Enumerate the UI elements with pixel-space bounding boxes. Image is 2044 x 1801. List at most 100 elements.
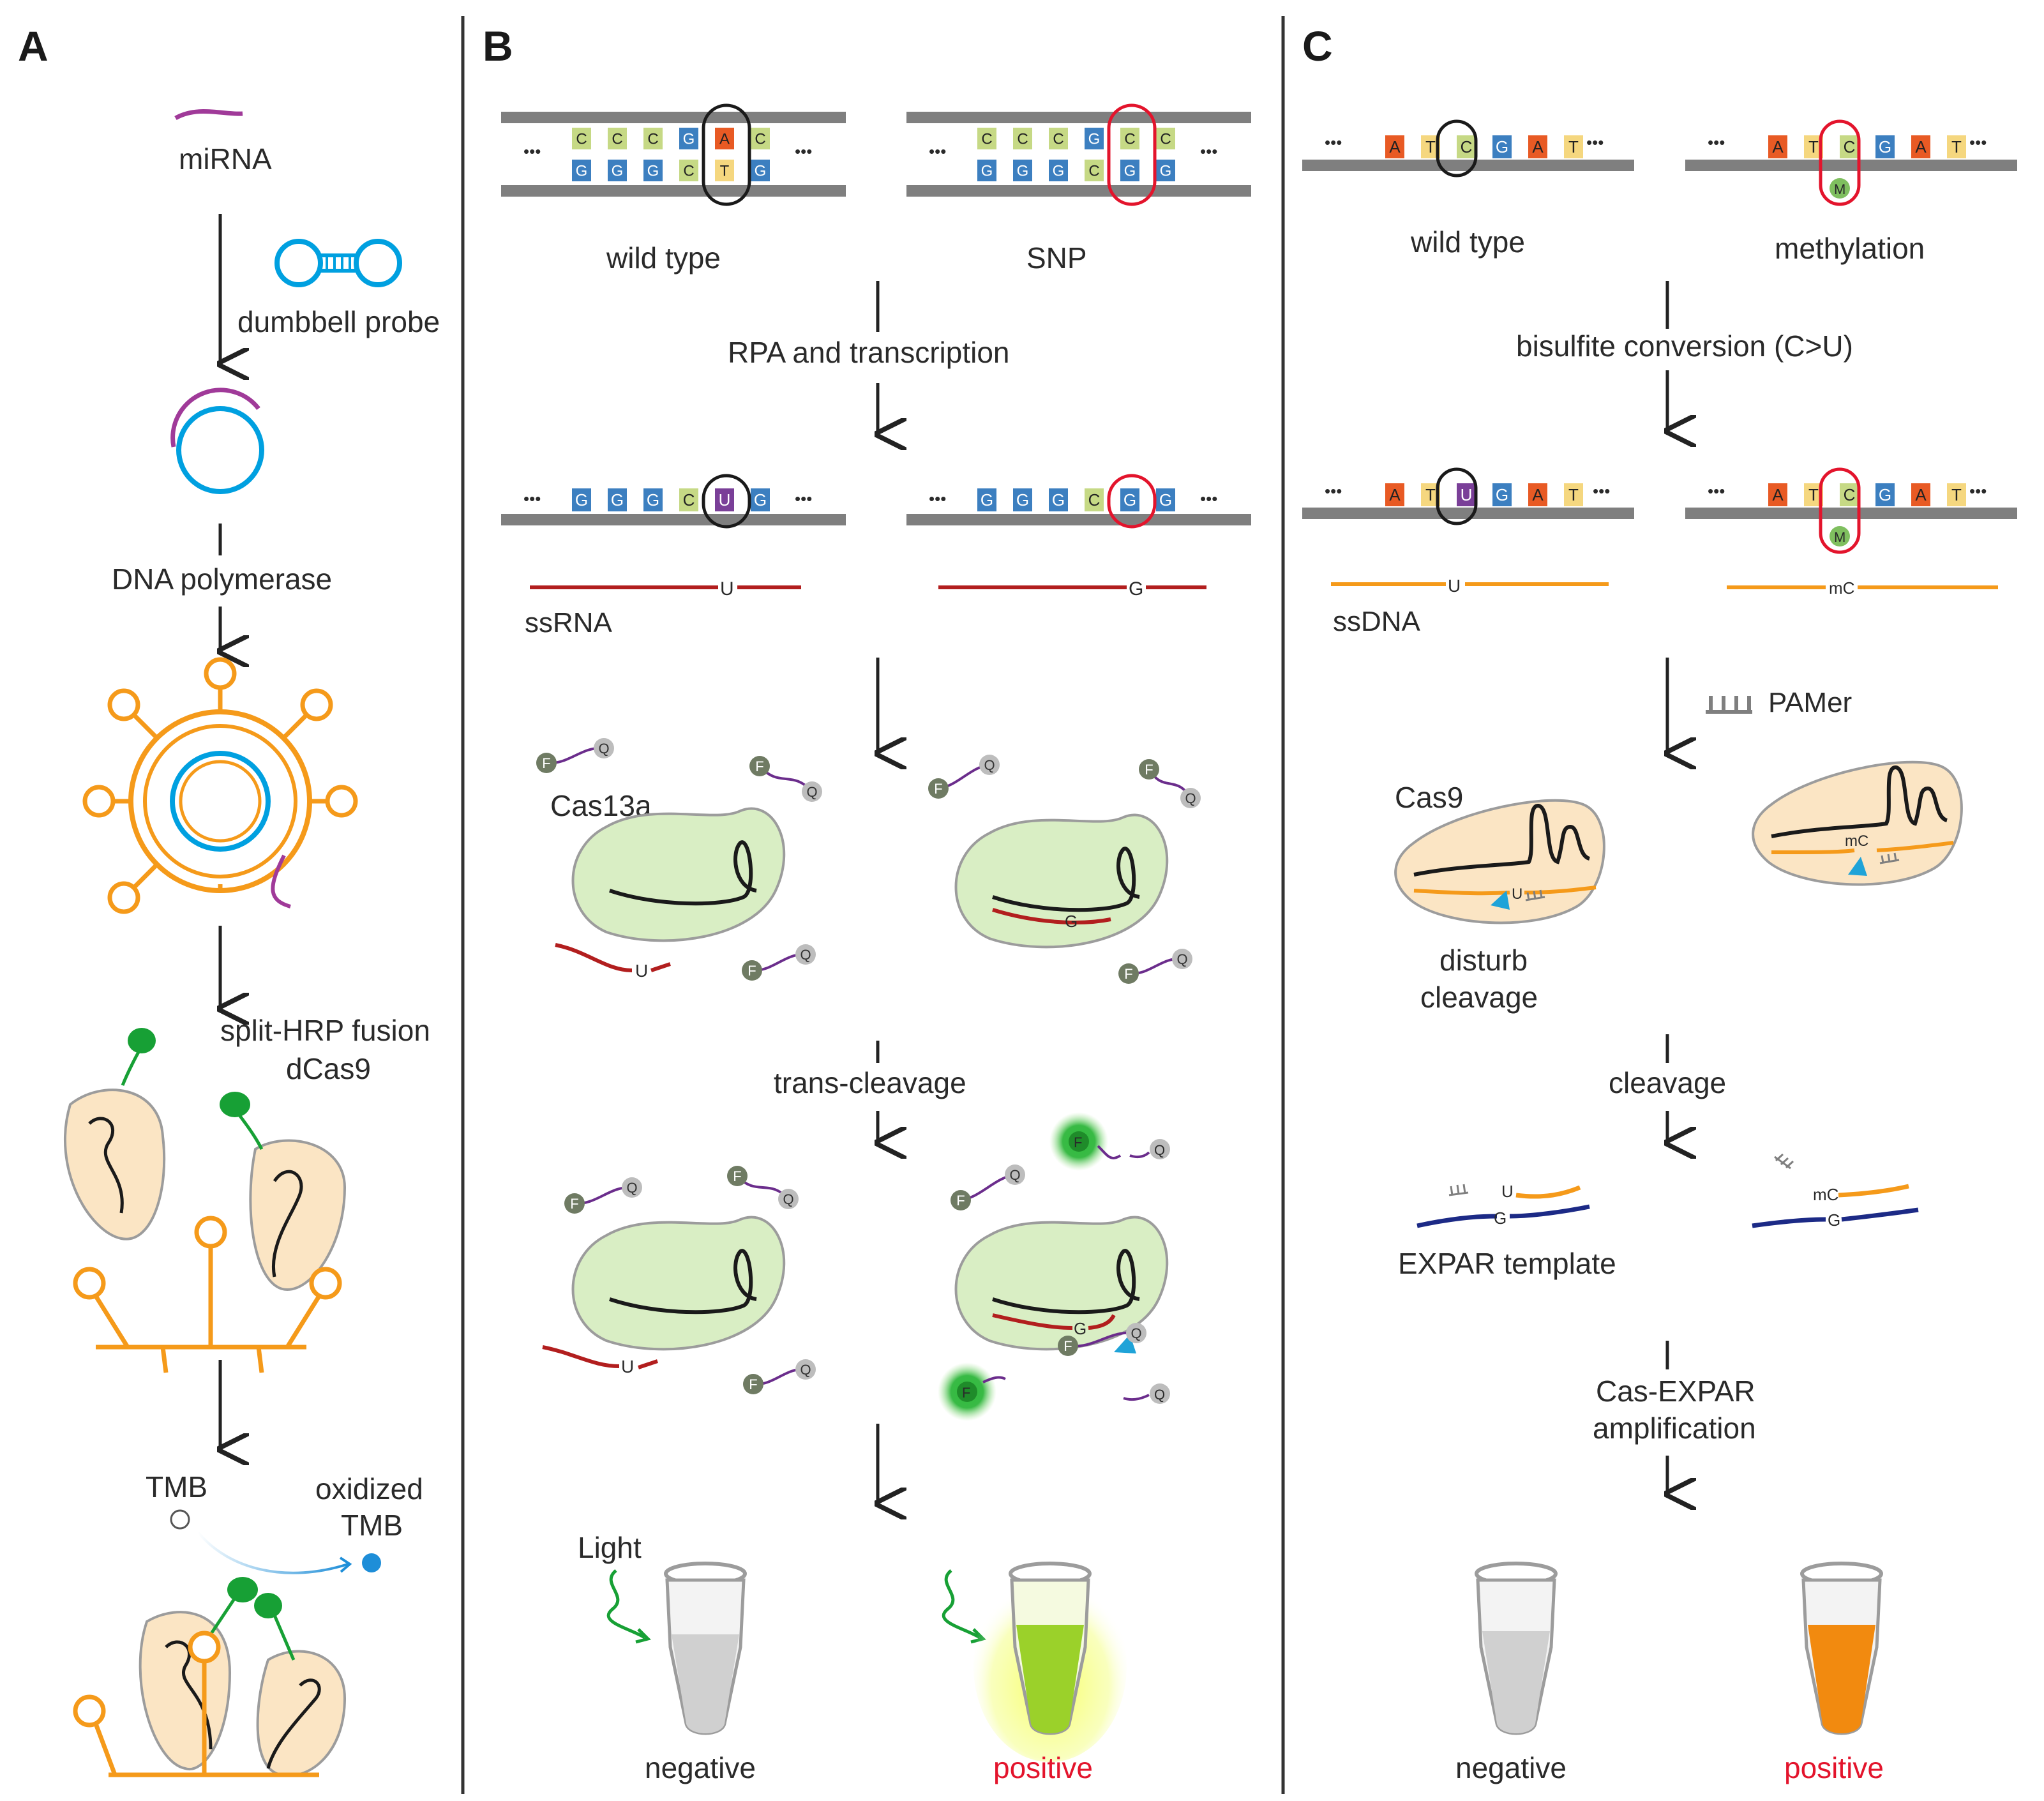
fluorophore-icon: [564, 1193, 585, 1214]
quencher-icon-free-1: [1150, 1139, 1170, 1159]
nucleotide-letter: G: [647, 490, 659, 509]
c-conv-meth-ellipsis-right: •••: [1969, 481, 1987, 501]
c-wild-type-label: wild type: [1410, 225, 1525, 259]
nucleotide-block: [1085, 488, 1104, 511]
nucleotide-block: [1013, 488, 1032, 511]
nucleotide-block: [608, 128, 627, 149]
quencher-icon-letter: Q: [1009, 1167, 1020, 1183]
nucleotide-letter: T: [1425, 485, 1436, 504]
free-ssrna-wt-u: U: [635, 961, 648, 981]
c-conv-meth-highlight: [1819, 467, 1861, 554]
circular-template-icon: [176, 406, 264, 494]
nucleotide-letter: C: [1124, 131, 1135, 148]
nucleotide-block: [572, 488, 591, 511]
bound-mirna: [170, 388, 260, 448]
nucleotide-block: [1013, 128, 1032, 149]
nucleotide-letter: U: [719, 490, 731, 509]
nucleotide-block: [643, 128, 663, 149]
nucleotide-letter: A: [1915, 137, 1927, 156]
nucleotide-letter: G: [1879, 485, 1891, 504]
free-ssrna-wt: [555, 943, 633, 972]
panel-a: A miRNA dumbbell probe DNA polymerase: [18, 22, 440, 1777]
nucleotide-letter: A: [1772, 485, 1784, 504]
nucleotide-block: [977, 488, 996, 511]
c-meth-ellipsis-left: •••: [1708, 133, 1725, 152]
quencher-icon: [979, 755, 1000, 775]
nucleotide-block: [1156, 160, 1175, 181]
fluorophore-icon-letter: F: [1124, 966, 1132, 982]
nucleotide-letter: G: [1052, 490, 1065, 509]
quencher-icon: [594, 738, 614, 758]
fusion-label-1: split-HRP fusion: [220, 1014, 430, 1047]
nucleotide-block: [1049, 160, 1068, 181]
nucleotide-letter: G: [981, 490, 993, 509]
fluorophore-icon-letter: F: [755, 758, 763, 774]
b-positive-label: positive: [993, 1751, 1093, 1784]
panel-b-letter: B: [483, 22, 513, 70]
fluorophore-icon-letter: F: [542, 755, 550, 771]
expar-meth-g: G: [1828, 1210, 1840, 1230]
nucleotide-letter: G: [1053, 163, 1065, 180]
nucleotide-block: [1911, 483, 1930, 506]
nucleotide-letter: G: [1123, 490, 1136, 509]
nucleotide-letter: C: [683, 490, 695, 509]
nucleotide-letter: A: [719, 131, 730, 148]
light-label: Light: [578, 1531, 642, 1564]
nucleotide-letter: C: [1461, 137, 1473, 156]
svg-text:M: M: [1834, 181, 1845, 197]
quencher-icon: [1180, 788, 1201, 808]
quencher-icon-letter: Q: [626, 1180, 637, 1196]
cas9-wt-u: U: [1512, 885, 1522, 903]
c-conv-wt-highlight: [1436, 467, 1478, 525]
fluorophore-icon-letter: F: [956, 1193, 965, 1209]
cas13a-after-wt-icon: [571, 1216, 786, 1351]
nucleotide-block: [1564, 483, 1583, 506]
wt-highlight: [702, 103, 751, 206]
nucleotide-letter: G: [612, 163, 624, 180]
mirna-strand: [174, 109, 243, 121]
fluorophore-icon: [749, 756, 770, 776]
nucleotide-block: [715, 128, 734, 149]
c-wt-highlight: [1436, 119, 1478, 177]
tube-positive-b: [1009, 1562, 1092, 1735]
nucleotide-letter: G: [981, 163, 993, 180]
nucleotide-letter: C: [755, 131, 765, 148]
nucleotide-block: [751, 128, 770, 149]
nucleotide-block: [1875, 483, 1895, 506]
quencher-icon-letter: Q: [783, 1191, 793, 1207]
quencher-icon: [1172, 949, 1192, 969]
nucleotide-letter: A: [1532, 485, 1544, 504]
nucleotide-block: [572, 128, 591, 149]
nucleotide-block: [1768, 135, 1787, 158]
nucleotide-block: [1947, 483, 1966, 506]
nucleotide-block: [1120, 160, 1139, 181]
free-ssrna-after-u: U: [621, 1357, 634, 1376]
oxidized-tmb-icon: [362, 1553, 381, 1572]
quencher-icon: [802, 781, 822, 802]
nucleotide-block: [1049, 128, 1068, 149]
nucleotide-block: [1457, 135, 1476, 158]
cas9-meth-icon: mC: [1752, 760, 1963, 886]
nucleotide-letter: G: [575, 490, 588, 509]
hrp-complex-icon: [73, 1577, 347, 1777]
quencher-icon: [795, 944, 816, 965]
nucleotide-letter: C: [1088, 163, 1099, 180]
cas9-label: Cas9: [1395, 781, 1463, 814]
svg-text:Q: Q: [1154, 1387, 1165, 1403]
tmb-label: TMB: [146, 1470, 207, 1503]
nucleotide-letter: C: [1844, 137, 1856, 156]
nucleotide-block: [1049, 488, 1068, 511]
dumbbell-label: dumbbell probe: [237, 305, 440, 338]
nucleotide-letter: G: [1496, 485, 1508, 504]
nucleotide-letter: T: [1568, 485, 1579, 504]
nucleotide-block: [679, 160, 698, 181]
nucleotide-letter: T: [1425, 137, 1436, 156]
nucleotide-block: [1120, 128, 1139, 149]
